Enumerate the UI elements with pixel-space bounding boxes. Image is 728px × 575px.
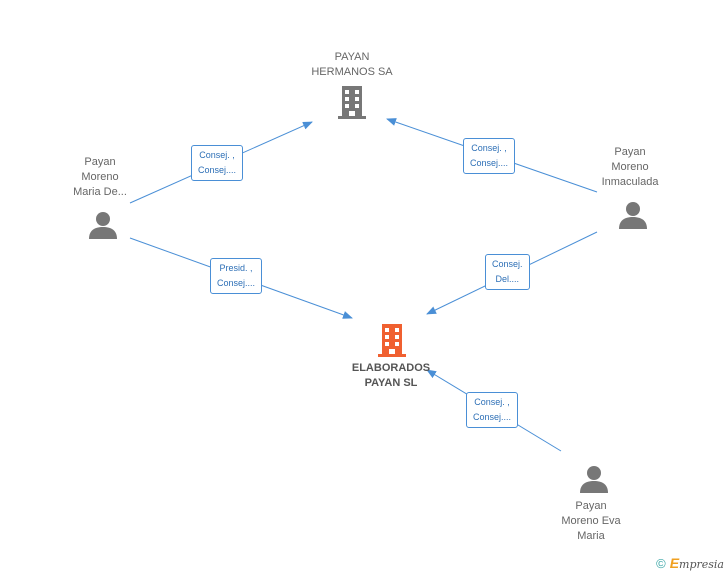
person-label-inmaculada[interactable]: Payan Moreno Inmaculada [585, 145, 675, 190]
brand-initial: E [669, 555, 680, 571]
person-name-line: Payan [575, 500, 607, 512]
company-label-payan-hermanos[interactable]: PAYAN HERMANOS SA [300, 50, 404, 80]
building-icon[interactable] [336, 84, 368, 120]
company-label-elaborados-payan[interactable]: ELABORADOS PAYAN SL [336, 361, 446, 391]
copyright-icon: © [656, 555, 666, 571]
edge-label-eva-maria-to-elaborados[interactable]: Consej. , Consej.... [466, 392, 519, 428]
person-name-line: Payan [84, 156, 116, 168]
edge-label-maria-de-to-elaborados[interactable]: Presid. , Consej.... [210, 258, 263, 294]
edge-label-inmaculada-to-elaborados[interactable]: Consej. Del.... [485, 254, 530, 290]
person-name-line: Maria [577, 530, 605, 542]
role-text: Consej.... [198, 165, 237, 175]
building-icon[interactable] [376, 322, 408, 358]
role-text: Consej.... [217, 278, 256, 288]
company-name-line: HERMANOS SA [311, 66, 393, 78]
role-text: Consej. [492, 259, 523, 269]
role-text: Consej.... [470, 158, 509, 168]
person-icon[interactable] [618, 200, 648, 230]
role-text: Consej. , [199, 150, 235, 160]
person-label-eva-maria[interactable]: Payan Moreno Eva Maria [546, 499, 636, 544]
role-text: Del.... [495, 274, 520, 284]
person-icon[interactable] [579, 464, 609, 494]
company-name-line: ELABORADOS [351, 362, 431, 374]
person-name-line: Moreno Eva [561, 515, 621, 527]
role-text: Presid. , [219, 263, 253, 273]
person-name-line: Payan [614, 146, 646, 158]
role-text: Consej. , [474, 397, 510, 407]
footer-brand[interactable]: © Empresia [656, 555, 724, 571]
edge-label-maria-de-to-payan-hermanos[interactable]: Consej. , Consej.... [191, 145, 244, 181]
brand-name: mpresia [679, 558, 724, 571]
brand-logo: Empresia [670, 555, 724, 571]
person-name-line: Maria De... [73, 186, 127, 198]
role-text: Consej. , [471, 143, 507, 153]
role-text: Consej.... [473, 412, 512, 422]
company-name-line: PAYAN [334, 51, 370, 63]
person-icon[interactable] [88, 210, 118, 240]
person-name-line: Moreno [611, 161, 649, 173]
company-name-line: PAYAN SL [364, 377, 418, 389]
person-name-line: Inmaculada [601, 176, 659, 188]
person-name-line: Moreno [81, 171, 119, 183]
edge-label-inmaculada-to-payan-hermanos[interactable]: Consej. , Consej.... [463, 138, 516, 174]
person-label-maria-de[interactable]: Payan Moreno Maria De... [55, 155, 145, 200]
